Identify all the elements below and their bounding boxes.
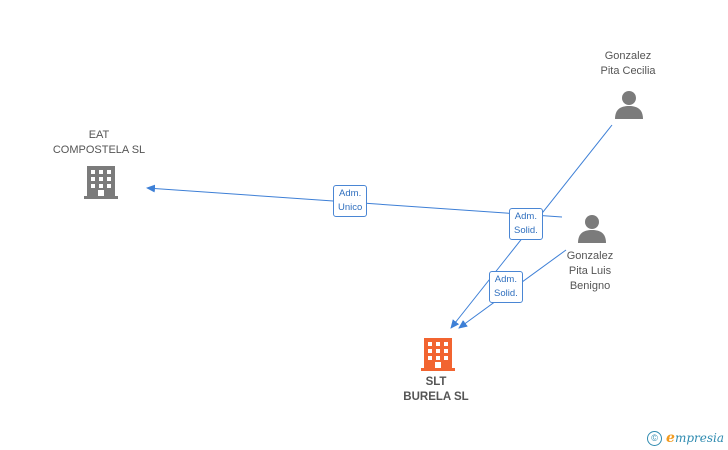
edge-label-line2: Solid. xyxy=(514,225,538,236)
edge-label-line2: Unico xyxy=(338,202,363,213)
person-name-line1: Gonzalez xyxy=(566,250,614,262)
brand-logo[interactable]: empresia xyxy=(666,430,724,446)
person-name-line2: Pita Cecilia xyxy=(600,65,656,77)
person-label-cecilia: Gonzalez Pita Cecilia xyxy=(570,49,686,79)
company-name-line2: COMPOSTELA SL xyxy=(52,144,146,156)
edge-label-line2: Solid. xyxy=(494,288,518,299)
edge-label-adm-unico[interactable]: Adm. Unico xyxy=(333,185,368,217)
brand-logo-e: e xyxy=(666,430,675,446)
edge-label-adm-solid[interactable]: Adm. Solid. xyxy=(489,271,523,303)
edge-label-line1: Adm. xyxy=(339,188,362,199)
edge-label-line1: Adm. xyxy=(494,274,517,285)
person-name-line2: Pita Luis xyxy=(568,265,612,277)
building-icon[interactable] xyxy=(421,336,455,372)
copyright-icon: © xyxy=(647,430,663,446)
person-name-line1: Gonzalez xyxy=(604,50,652,62)
person-label-luis: Gonzalez Pita Luis Benigno xyxy=(540,249,640,294)
company-name-line1: EAT xyxy=(88,129,110,141)
company-label-slt-burela: SLT BURELA SL xyxy=(376,375,496,405)
edge-label-adm-solid[interactable]: Adm. Solid. xyxy=(509,208,543,240)
edge-label-line1: Adm. xyxy=(514,211,537,222)
person-icon[interactable] xyxy=(614,89,644,119)
company-label-eat-compostela: EAT COMPOSTELA SL xyxy=(38,128,160,158)
person-name-line3: Benigno xyxy=(569,280,611,292)
brand-logo-rest: mpresia xyxy=(674,431,724,445)
brand-footer: © empresia xyxy=(647,430,724,446)
person-icon[interactable] xyxy=(577,213,607,243)
company-name-line1: SLT xyxy=(425,376,447,388)
building-icon[interactable] xyxy=(84,164,118,200)
company-name-line2: BURELA SL xyxy=(403,391,469,403)
